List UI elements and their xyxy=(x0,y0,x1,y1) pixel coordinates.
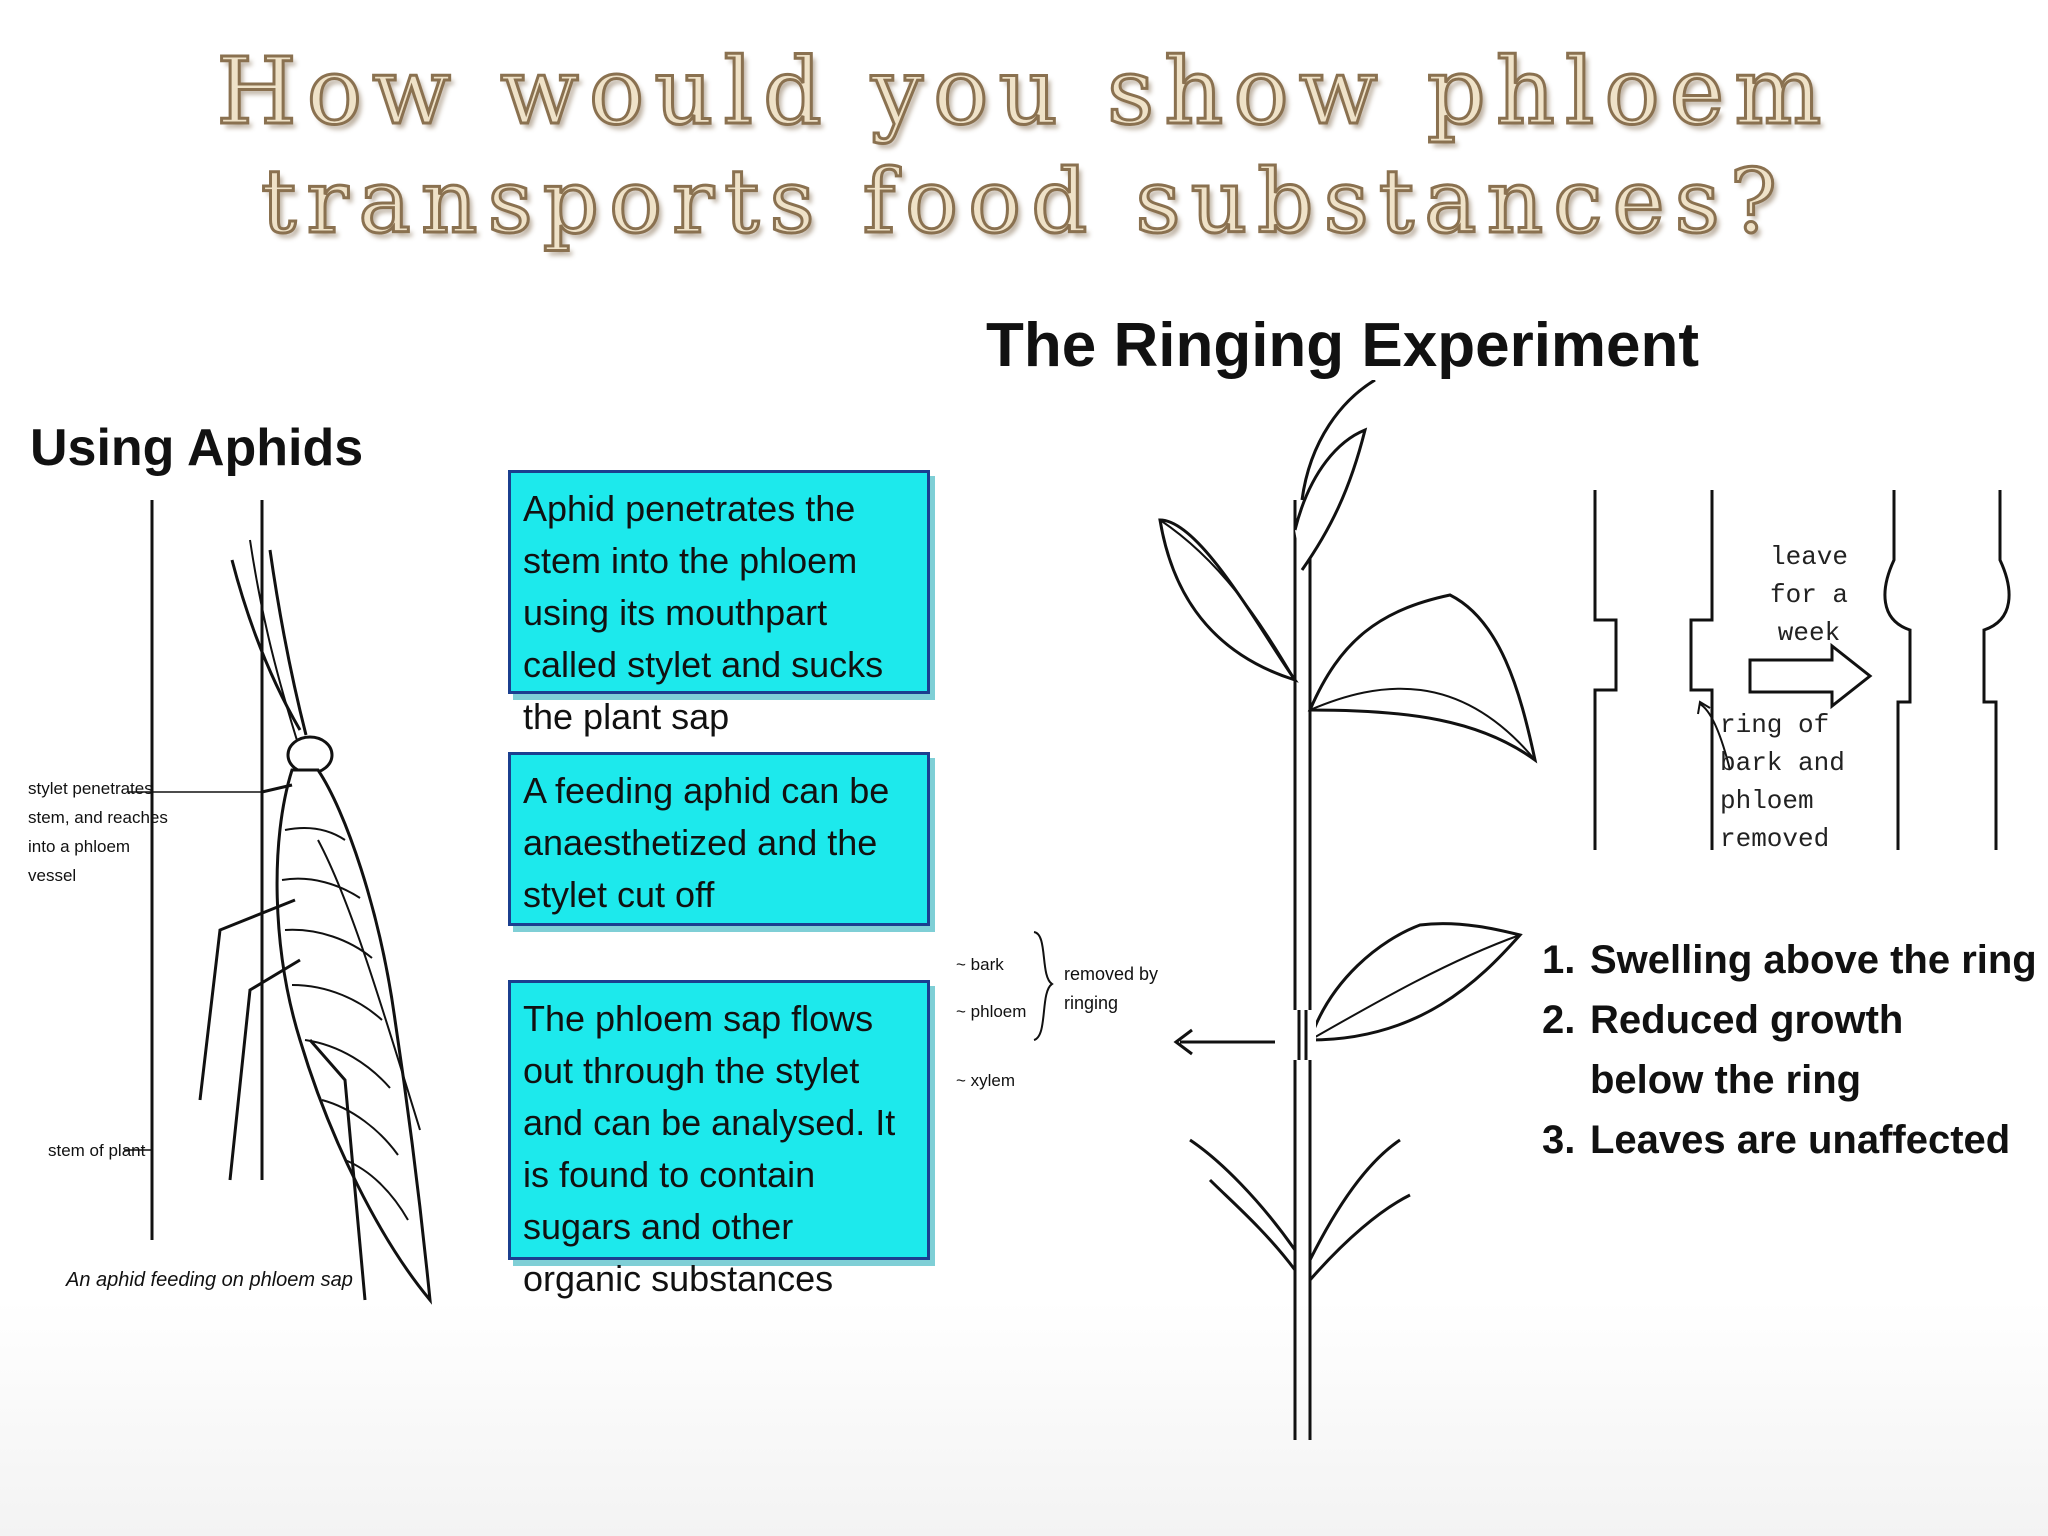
slide-title-line1: How would you show phloem xyxy=(215,37,1832,147)
aphid-feeding-illustration xyxy=(124,500,432,1305)
removed-by-ringing-label: removed by ringing xyxy=(1064,964,1159,1013)
stylet-label: stylet penetrates stem, and reaches into… xyxy=(28,779,168,885)
aphid-caption: An aphid feeding on phloem sap xyxy=(66,1269,353,1291)
aphids-heading: Using Aphids xyxy=(30,419,364,477)
ringed-plant-illustration xyxy=(1158,380,1538,1440)
result-item: 1. Swelling above the ring xyxy=(1542,938,2037,982)
bottom-shading xyxy=(0,1300,2048,1536)
result-item: 3. Leaves are unaffected xyxy=(1542,1118,2011,1162)
removed-brace xyxy=(1033,931,1054,1041)
results-list: 1. Swelling above the ring 2. Reduced gr… xyxy=(1542,930,2037,1170)
result-item: 2. Reduced growth below the ring xyxy=(1542,998,1904,1102)
step-box-2: A feeding aphid can be anaesthetized and… xyxy=(508,752,930,926)
ring-removed-label: ring of bark and phloem removed xyxy=(1720,710,1845,854)
bark-label: ~ bark ~ phloem ~ xylem xyxy=(956,955,1027,1090)
step-box-3: The phloem sap flows out through the sty… xyxy=(508,980,930,1299)
leave-for-a-week-label: leave for a week xyxy=(1770,542,1849,648)
step-box-1: Aphid penetrates the stem into the phloe… xyxy=(508,470,930,737)
ringing-heading: The Ringing Experiment xyxy=(986,311,1700,380)
slide-title-line2: transports food substances? xyxy=(260,149,1787,255)
stem-label: stem of plant xyxy=(48,1141,146,1160)
stem-swelling-diagram xyxy=(1593,490,2011,850)
